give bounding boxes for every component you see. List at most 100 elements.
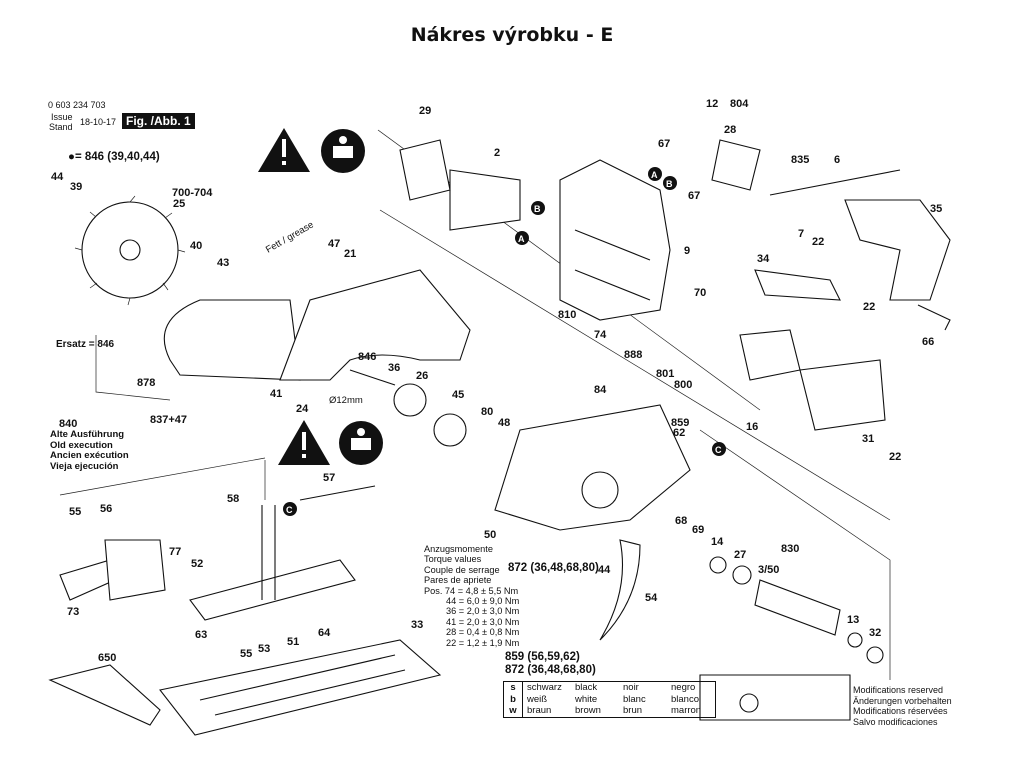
old-execution-es: Vieja ejecución	[50, 460, 119, 472]
torque-value: 41 = 2,0 ± 3,0 Nm	[446, 616, 520, 627]
svg-text:859: 859	[671, 417, 689, 429]
old-execution-fr: Ancien exécution	[50, 450, 129, 462]
old-execution-en: Old execution	[50, 439, 113, 451]
ersatz-label: Ersatz = 846	[56, 339, 115, 350]
svg-text:810: 810	[558, 309, 576, 321]
brush-holder	[739, 329, 801, 381]
svg-text:C: C	[286, 505, 293, 515]
svg-text:2: 2	[494, 147, 500, 159]
figure-label: Fig. /Abb. 1	[122, 113, 195, 129]
legend-es: negro	[671, 682, 696, 693]
knob-bracket	[104, 539, 166, 601]
svg-text:A: A	[518, 234, 525, 244]
legend-row: s schwarz black noir negro	[504, 682, 715, 694]
svg-text:69: 69	[692, 524, 704, 536]
svg-text:25: 25	[173, 198, 185, 210]
svg-text:837+47: 837+47	[150, 414, 187, 426]
svg-text:39: 39	[70, 181, 82, 193]
issue-date: 18-10-17	[80, 117, 117, 127]
legend-key: w	[504, 705, 523, 717]
switch	[711, 139, 761, 191]
svg-text:A: A	[651, 170, 658, 180]
legend-en: black	[575, 682, 598, 693]
legend-row: w braun brown brun marron	[504, 705, 715, 717]
svg-text:9: 9	[684, 245, 690, 257]
svg-text:22: 22	[863, 301, 875, 313]
bracket	[399, 139, 451, 201]
svg-text:32: 32	[869, 627, 881, 639]
svg-text:14: 14	[711, 536, 724, 548]
legend-de: weiß	[527, 693, 548, 705]
legend-row: b weiß white blanc blanco	[504, 693, 715, 705]
svg-text:804: 804	[730, 98, 749, 110]
leader-line	[59, 457, 266, 500]
legend-fr: noir	[623, 682, 639, 693]
svg-text:B: B	[534, 204, 541, 214]
svg-text:35: 35	[930, 203, 942, 215]
torque-value: 36 = 2,0 ± 3,0 Nm	[446, 606, 520, 617]
svg-text:56: 56	[100, 503, 112, 515]
svg-text:27: 27	[734, 549, 746, 561]
leader-line	[95, 335, 171, 401]
svg-text:57: 57	[323, 472, 335, 484]
svg-text:830: 830	[781, 543, 799, 555]
svg-text:63: 63	[195, 629, 207, 641]
svg-text:888: 888	[624, 349, 642, 361]
svg-text:44: 44	[51, 171, 64, 183]
svg-text:55: 55	[69, 506, 81, 518]
svg-text:41: 41	[270, 388, 282, 400]
bolt	[299, 485, 376, 501]
old-execution-de: Alte Ausführung	[50, 429, 125, 440]
torque-table: Anzugsmomente Torque values Couple de se…	[424, 544, 519, 648]
svg-text:84: 84	[594, 384, 607, 396]
leader-line	[699, 429, 891, 680]
legend-key: b	[504, 693, 523, 705]
svg-text:878: 878	[137, 377, 155, 389]
svg-text:80: 80	[481, 406, 493, 418]
legend-fr: brun	[623, 705, 643, 716]
legend-fr: blanc	[623, 693, 646, 705]
svg-text:66: 66	[922, 336, 934, 348]
read-manual-icon	[339, 421, 383, 465]
svg-text:13: 13	[847, 614, 859, 626]
torque-value: Pos. 74 = 4,8 ± 5,5 Nm	[424, 585, 519, 596]
kit-872-label: 872 (36,48,68,80)	[508, 562, 599, 574]
read-manual-icon	[321, 129, 365, 173]
power-cable	[769, 169, 901, 196]
svg-text:43: 43	[217, 257, 229, 269]
svg-text:C: C	[715, 445, 722, 455]
svg-text:6: 6	[834, 154, 840, 166]
shaft-label: Ø12mm	[329, 395, 363, 406]
svg-text:B: B	[666, 179, 673, 189]
wire-color-legend: s schwarz black noir negro b weiß white …	[503, 681, 716, 718]
svg-text:16: 16	[746, 421, 758, 433]
svg-text:700-704: 700-704	[172, 187, 213, 199]
mods-de: Modifications reserved	[853, 685, 944, 695]
svg-text:31: 31	[862, 433, 874, 445]
stand-label: Stand	[49, 122, 73, 132]
svg-text:67: 67	[688, 190, 700, 202]
guard-cover	[279, 269, 471, 381]
svg-text:846: 846	[358, 351, 376, 363]
legend-de: schwarz	[527, 682, 562, 693]
hex-key	[917, 304, 951, 331]
part-number: 0 603 234 703	[48, 100, 106, 110]
modifications-note: Modifications reserved Änderungen vorbeh…	[853, 685, 952, 727]
svg-text:7: 7	[798, 228, 804, 240]
svg-text:800: 800	[674, 379, 692, 391]
rip-fence	[48, 664, 161, 726]
svg-text:44: 44	[598, 564, 611, 576]
svg-text:22: 22	[889, 451, 901, 463]
svg-text:52: 52	[191, 558, 203, 570]
top-cover	[754, 269, 841, 301]
handle	[844, 199, 951, 301]
torque-value: 22 = 1,2 ± 1,9 Nm	[446, 637, 520, 648]
motor-cover	[799, 359, 886, 431]
rotor	[754, 579, 841, 636]
svg-text:53: 53	[258, 643, 270, 655]
kit-872-label-2: 872 (36,48,68,80)	[505, 664, 596, 676]
torque-value: 44 = 6,0 ± 9,0 Nm	[446, 596, 520, 607]
svg-text:68: 68	[675, 515, 687, 527]
svg-text:74: 74	[594, 329, 607, 341]
